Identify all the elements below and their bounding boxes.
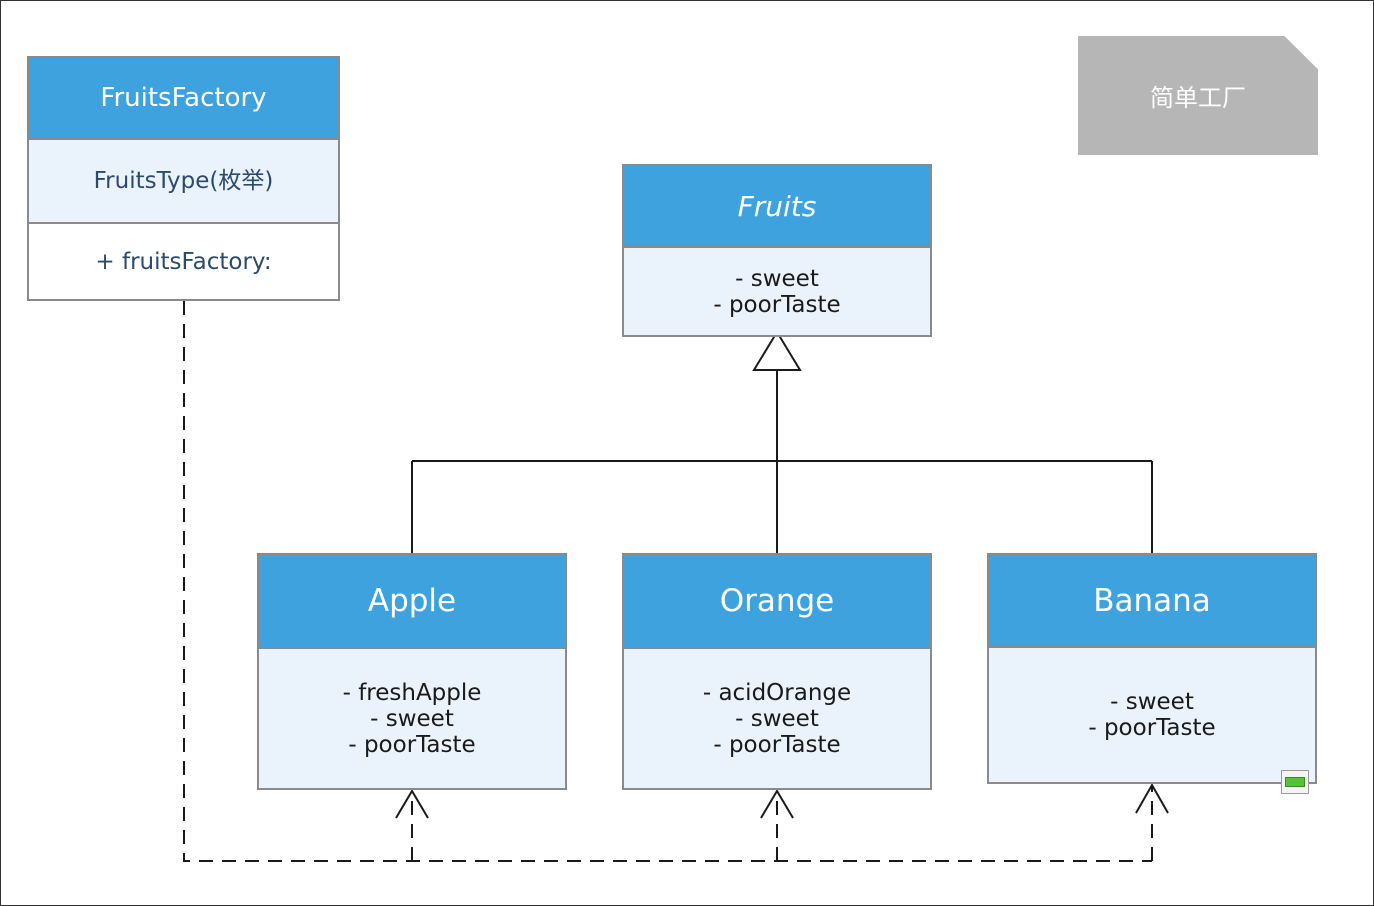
- class-apple[interactable]: Apple - freshApple - sweet - poorTaste: [257, 553, 567, 790]
- class-fruits-header: Fruits: [624, 166, 930, 248]
- dependency-line-factory: [183, 301, 1152, 862]
- class-apple-attributes: - freshApple - sweet - poorTaste: [259, 649, 565, 788]
- attribute: - sweet: [370, 705, 454, 732]
- class-banana-attributes: - sweet - poorTaste: [989, 648, 1315, 782]
- operation: + fruitsFactory:: [95, 248, 272, 275]
- class-fruits-factory-attributes: FruitsType(枚举): [29, 140, 338, 224]
- attribute: - sweet: [1110, 689, 1194, 715]
- attribute: - poorTaste: [1088, 715, 1216, 741]
- class-apple-header: Apple: [259, 555, 565, 649]
- attribute: - acidOrange: [702, 679, 852, 706]
- attribute: - poorTaste: [348, 731, 476, 758]
- class-name: Banana: [1093, 582, 1211, 619]
- dependency-arrowhead-banana: [1135, 782, 1169, 814]
- inheritance-arrowhead: [752, 330, 802, 371]
- attribute: - sweet: [735, 705, 819, 732]
- attribute: - sweet: [735, 265, 819, 292]
- class-name: Apple: [367, 583, 457, 619]
- class-orange-attributes: - acidOrange - sweet - poorTaste: [624, 649, 930, 788]
- attribute: - poorTaste: [713, 291, 841, 318]
- class-orange[interactable]: Orange - acidOrange - sweet - poorTaste: [622, 553, 932, 790]
- note-shape[interactable]: 简单工厂: [1078, 36, 1318, 155]
- class-name: FruitsFactory: [100, 83, 267, 113]
- class-fruits-factory[interactable]: FruitsFactory FruitsType(枚举) + fruitsFac…: [27, 56, 340, 301]
- class-name: Fruits: [737, 189, 817, 223]
- class-banana-header: Banana: [989, 555, 1315, 648]
- class-fruits-attributes: - sweet - poorTaste: [624, 248, 930, 335]
- dependency-arrowhead-apple: [395, 789, 429, 819]
- class-name: Orange: [719, 583, 835, 619]
- attribute: FruitsType(枚举): [93, 168, 274, 194]
- dependency-arrowhead-orange: [760, 789, 794, 819]
- class-fruits[interactable]: Fruits - sweet - poorTaste: [622, 164, 932, 337]
- class-fruits-factory-header: FruitsFactory: [29, 58, 338, 140]
- note-text: 简单工厂: [1150, 84, 1246, 112]
- attribute: - freshApple: [342, 679, 482, 706]
- attribute: - poorTaste: [713, 731, 841, 758]
- resize-handle-icon[interactable]: [1281, 770, 1309, 794]
- class-banana[interactable]: Banana - sweet - poorTaste: [987, 553, 1317, 784]
- class-orange-header: Orange: [624, 555, 930, 649]
- class-fruits-factory-operations: + fruitsFactory:: [29, 224, 338, 299]
